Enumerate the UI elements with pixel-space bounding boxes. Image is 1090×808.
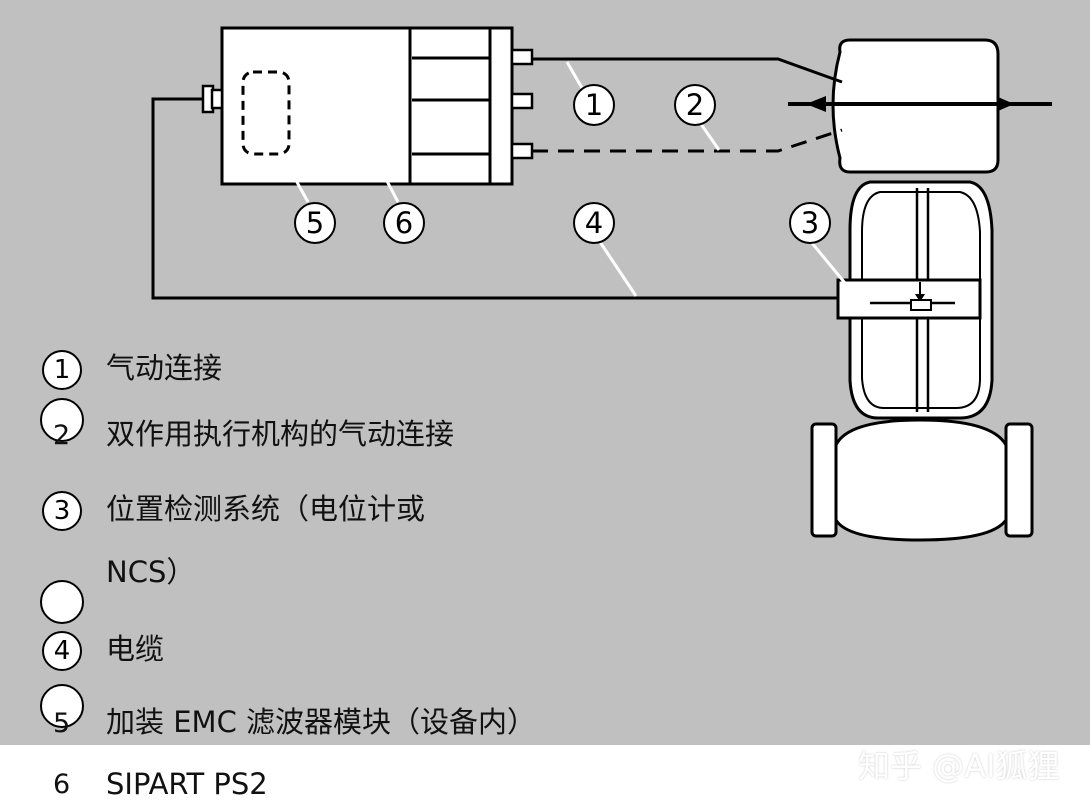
installation-diagram: 1 2 3 4 5 6 (151, 26, 1052, 542)
svg-text:2: 2 (686, 88, 704, 122)
pneumatic-ports (510, 48, 534, 160)
legend-marker-3: 3 (42, 491, 82, 531)
legend-text-6: SIPART PS2 (106, 767, 268, 801)
svg-text:6: 6 (395, 206, 413, 240)
leader-lines (270, 61, 856, 297)
legend-text-2: 双作用执行机构的气动连接 (106, 417, 455, 451)
legend-marker-4: 4 (42, 631, 82, 671)
cable-gland (201, 84, 224, 114)
svg-text:1: 1 (585, 88, 603, 122)
legend-marker-1: 1 (42, 350, 82, 390)
positioner-housing (220, 26, 514, 186)
legend-text-5: 加装 EMC 滤波器模块（设备内） (106, 705, 537, 739)
legend-marker-2-circle (40, 398, 84, 442)
legend-text-1: 气动连接 (106, 351, 223, 385)
callout-5: 5 (294, 202, 336, 244)
legend-marker-2: 2 (53, 420, 71, 451)
callout-4: 4 (573, 202, 615, 244)
legend-text-4: 电缆 (106, 632, 165, 666)
svg-text:3: 3 (801, 206, 819, 240)
svg-text:4: 4 (585, 206, 603, 240)
diagram-figure: 1 2 3 4 5 6 1 气动连接 2 双作用执行机构的气动连接 3 位置检 (0, 0, 1090, 745)
legend-marker-5: 5 (53, 708, 71, 739)
position-detection-system (836, 278, 982, 320)
callout-6: 6 (383, 202, 425, 244)
legend-text-3-cont: NCS） (106, 555, 196, 589)
pneumatic-line-1 (532, 57, 843, 84)
callout-2: 2 (674, 84, 716, 126)
callout-3: 3 (789, 202, 831, 244)
cable-line (151, 97, 838, 300)
watermark: 知乎 @AI狐狸 (858, 747, 1060, 785)
valve-body (810, 418, 1034, 542)
callout-1: 1 (573, 84, 615, 126)
pneumatic-line-2 (532, 128, 843, 153)
legend-text-3: 位置检测系统（电位计或 (106, 492, 426, 526)
legend-marker-6: 6 (53, 769, 71, 800)
svg-text:5: 5 (306, 206, 324, 240)
legend-marker-5-circle (40, 684, 84, 728)
legend-empty-circle (40, 580, 84, 624)
actuator-chamber (788, 38, 1052, 174)
